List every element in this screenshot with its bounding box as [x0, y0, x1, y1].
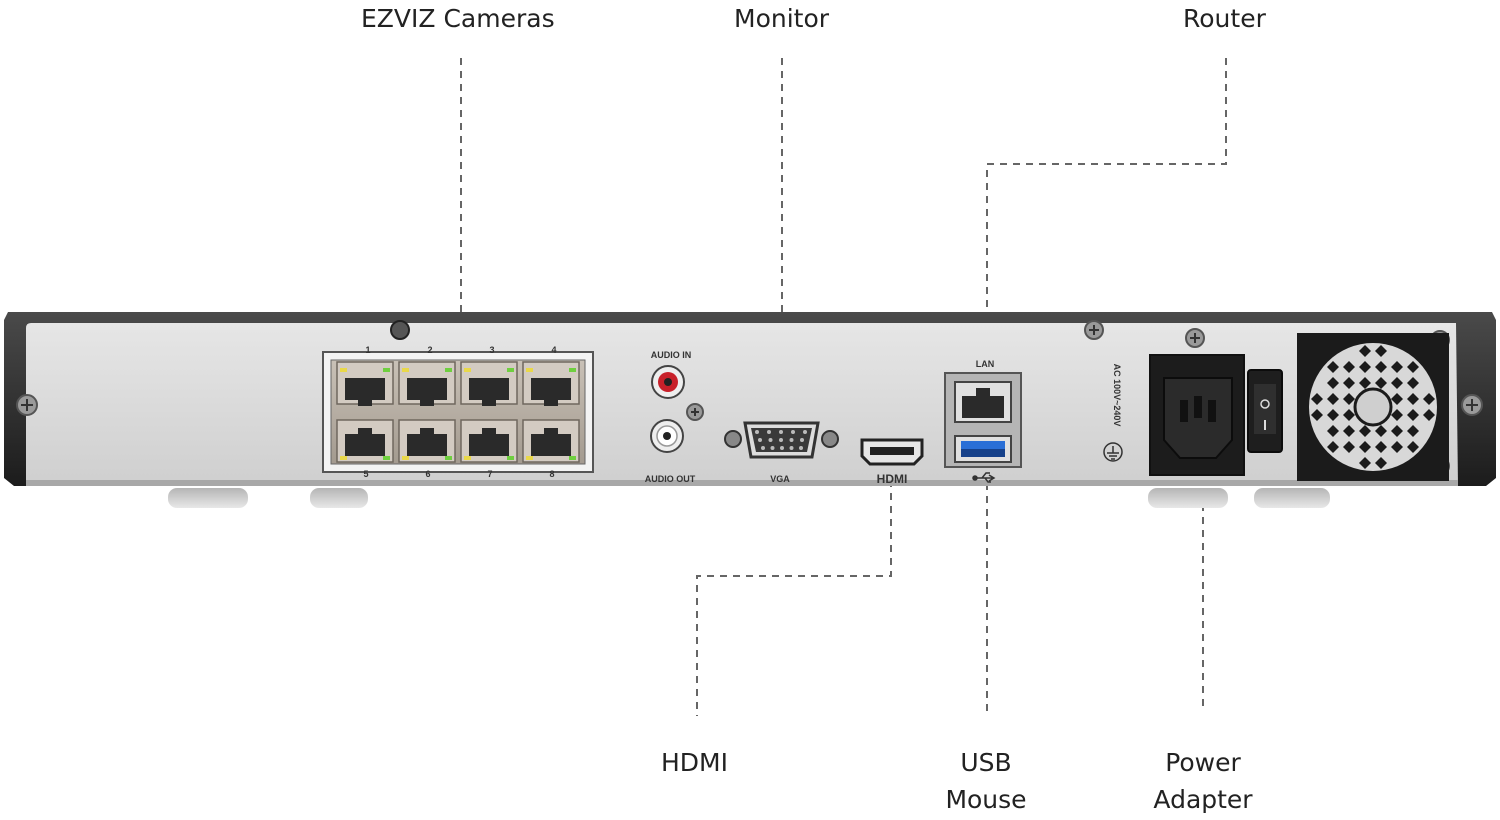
audio-in-label: AUDIO IN	[651, 350, 692, 360]
rj45-port-2	[398, 361, 456, 406]
foot-3	[1148, 488, 1228, 508]
rj45-port-7	[460, 419, 518, 463]
rj45-port-4	[522, 361, 580, 406]
chassis-hole	[390, 320, 410, 340]
callout-power-adapter-line2: Adapter	[1153, 785, 1253, 814]
callout-usb-mouse-line1: USB	[960, 748, 1012, 777]
hdmi-logo: HDMI	[877, 472, 908, 486]
fan-icon	[1297, 333, 1449, 481]
callout-router: Router	[1183, 0, 1266, 37]
poe-port-label-6: 6	[425, 469, 430, 479]
poe-port-label-5: 5	[363, 469, 368, 479]
leader-lines	[460, 58, 1227, 716]
callout-ezviz-cameras: EZVIZ Cameras	[361, 0, 555, 37]
callout-ezviz-cameras-text: EZVIZ Cameras	[361, 4, 555, 33]
callout-power-adapter-line1: Power	[1165, 748, 1241, 777]
poe-port-label-7: 7	[487, 469, 492, 479]
vga-label: VGA	[770, 474, 790, 484]
rj45-port-1	[336, 361, 394, 406]
rj45-port-8	[522, 419, 580, 463]
rj45-port-5	[336, 419, 394, 463]
panel-bottom-edge	[26, 480, 1458, 486]
leader-line-router	[986, 58, 1227, 385]
poe-port-label-4: 4	[551, 345, 556, 355]
audio-out-label: AUDIO OUT	[645, 474, 696, 484]
ground-icon	[1103, 442, 1123, 462]
screw-icon	[1185, 328, 1205, 348]
screw-icon	[16, 394, 38, 416]
power-inlet	[1149, 354, 1283, 476]
poe-port-label-1: 1	[365, 345, 370, 355]
foot-4	[1254, 488, 1330, 508]
screw-icon	[686, 403, 704, 421]
screw-icon	[1461, 394, 1483, 416]
callout-hdmi-text: HDMI	[661, 748, 728, 777]
usb-icon	[972, 472, 996, 483]
rj45-ports	[336, 361, 580, 463]
callout-monitor: Monitor	[734, 0, 829, 37]
poe-port-block: 1 2 3 4 5 6 7 8	[322, 345, 594, 479]
audio-ports: AUDIO IN AUDIO OUT	[645, 350, 696, 484]
hdmi-port: HDMI	[860, 438, 924, 486]
callout-hdmi: HDMI	[661, 744, 728, 781]
rj45-port-3	[460, 361, 518, 406]
leader-line-hdmi	[696, 480, 892, 716]
rubber-feet	[168, 488, 1330, 508]
rj45-port-6	[398, 419, 456, 463]
vga-port: VGA	[724, 421, 839, 484]
foot-1	[168, 488, 248, 508]
callout-router-text: Router	[1183, 4, 1266, 33]
poe-port-label-3: 3	[489, 345, 494, 355]
poe-port-label-8: 8	[549, 469, 554, 479]
lan-usb-block: LAN	[944, 359, 1022, 483]
callout-usb-mouse-line2: Mouse	[945, 785, 1027, 814]
voltage-label: AC 100V~240V	[1112, 364, 1122, 427]
callout-usb-mouse: USB Mouse	[938, 744, 1034, 818]
callout-monitor-text: Monitor	[734, 4, 830, 33]
foot-2	[310, 488, 368, 508]
lan-label: LAN	[976, 359, 995, 369]
screw-icon	[1084, 320, 1104, 340]
callout-power-adapter: Power Adapter	[1147, 744, 1259, 818]
poe-port-label-2: 2	[427, 345, 432, 355]
